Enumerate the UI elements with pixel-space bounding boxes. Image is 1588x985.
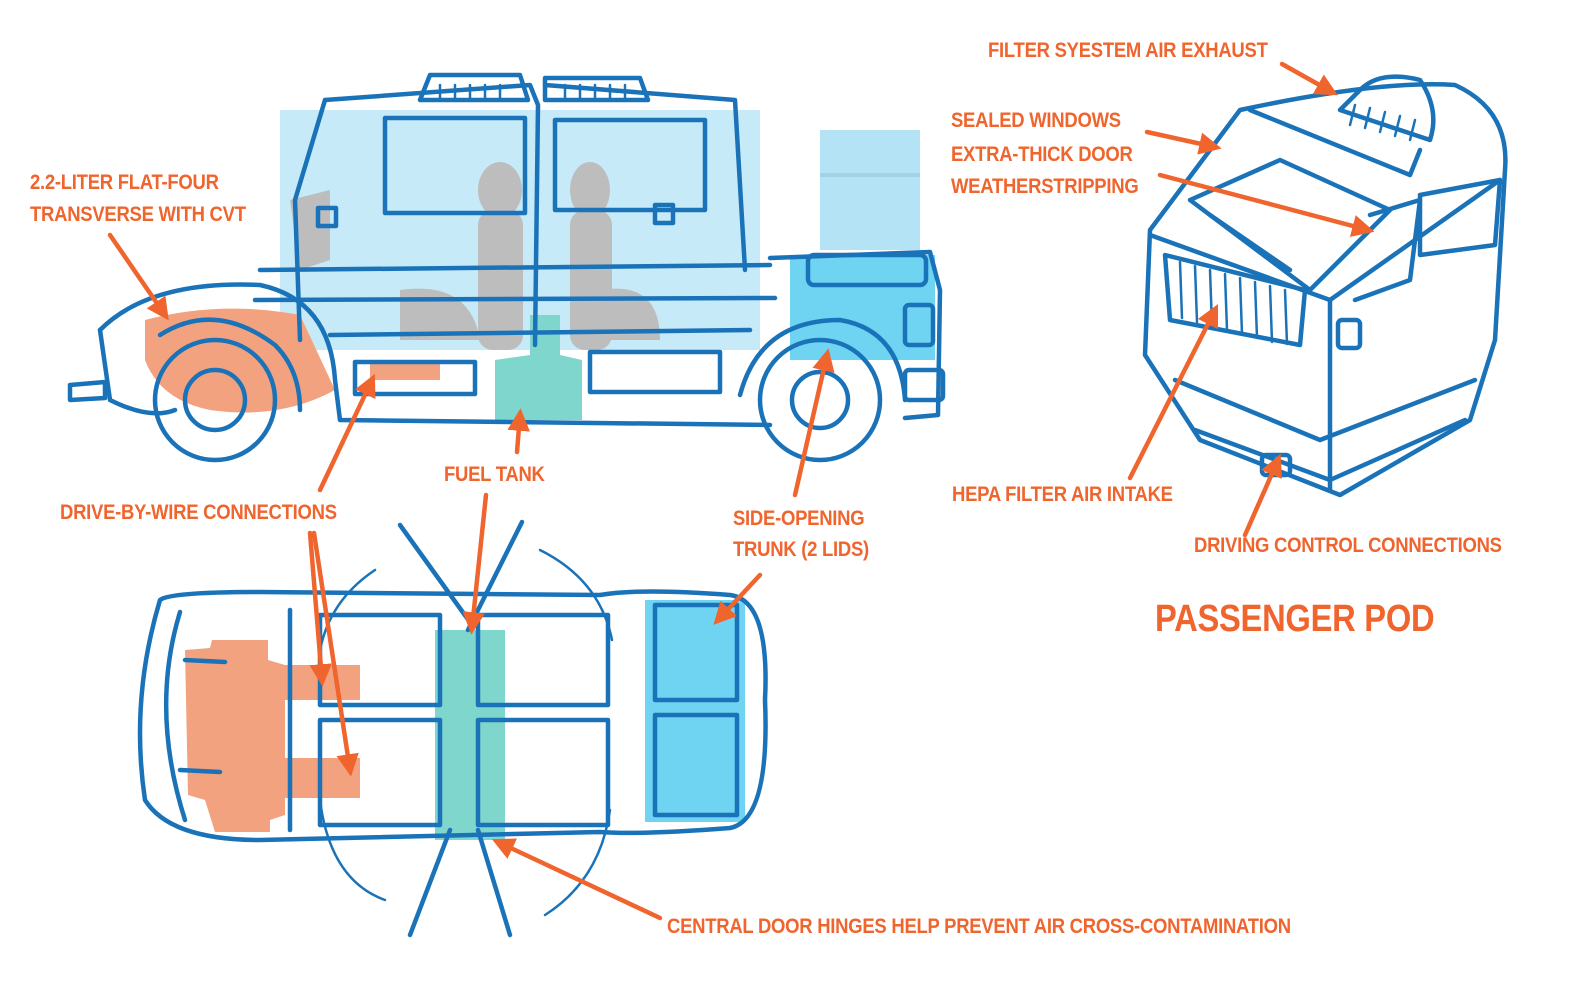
passenger-pod-title: PASSENGER POD [1155,598,1435,640]
fuel-tank-top-fill [435,630,505,840]
trunk-label-line1: SIDE-OPENING [733,507,865,530]
arrow-drive-by-wire-top-2 [311,530,359,777]
arrow-drive-by-wire-side [317,373,376,493]
engine-label-line2: TRANSVERSE WITH CVT [30,203,246,226]
drive-by-wire-fill [370,362,440,380]
arrow-trunk-side [792,348,835,498]
arrow-engine [107,232,169,321]
windows-label-line2: EXTRA-THICK DOOR [951,143,1133,166]
arrow-weatherstripping [1157,172,1375,237]
arrow-fuel-tank-top [462,492,489,635]
top-view-vehicle [137,519,768,938]
arrow-trunk-top [713,572,763,625]
engine-label-line1: 2.2-LITER FLAT-FOUR [30,171,219,194]
windows-label-line3: WEATHERSTRIPPING [951,175,1139,198]
trunk-lid-raised [820,130,920,250]
callout-arrows [107,61,1375,921]
trunk-label-line2: TRUNK (2 LIDS) [733,538,869,561]
trunk-top-fill [645,600,745,822]
fuel-tank-label: FUEL TANK [444,463,545,486]
exhaust-label: FILTER SYESTEM AIR EXHAUST [988,39,1268,62]
arrow-fuel-tank-side [507,408,530,455]
arrow-sealed-windows [1144,129,1222,155]
arrow-driving-controls [1242,453,1282,538]
trunk-fill [790,255,935,360]
arrow-hepa-intake [1127,303,1219,481]
windows-label-line1: SEALED WINDOWS [951,109,1121,132]
drive-by-wire-label: DRIVE-BY-WIRE CONNECTIONS [60,501,337,524]
engine-fill [145,308,335,413]
engine-top-fill [185,640,285,832]
hepa-intake-label: HEPA FILTER AIR INTAKE [952,483,1173,506]
arrow-exhaust [1279,61,1338,96]
arrow-hinges [491,838,663,921]
fuel-tank-fill [495,315,582,420]
hinges-label: CENTRAL DOOR HINGES HELP PREVENT AIR CRO… [667,915,1291,938]
arrow-drive-by-wire-top-1 [307,530,332,687]
side-view-vehicle [67,72,946,463]
passenger-pod [1142,74,1508,498]
driving-controls-label: DRIVING CONTROL CONNECTIONS [1194,534,1502,557]
